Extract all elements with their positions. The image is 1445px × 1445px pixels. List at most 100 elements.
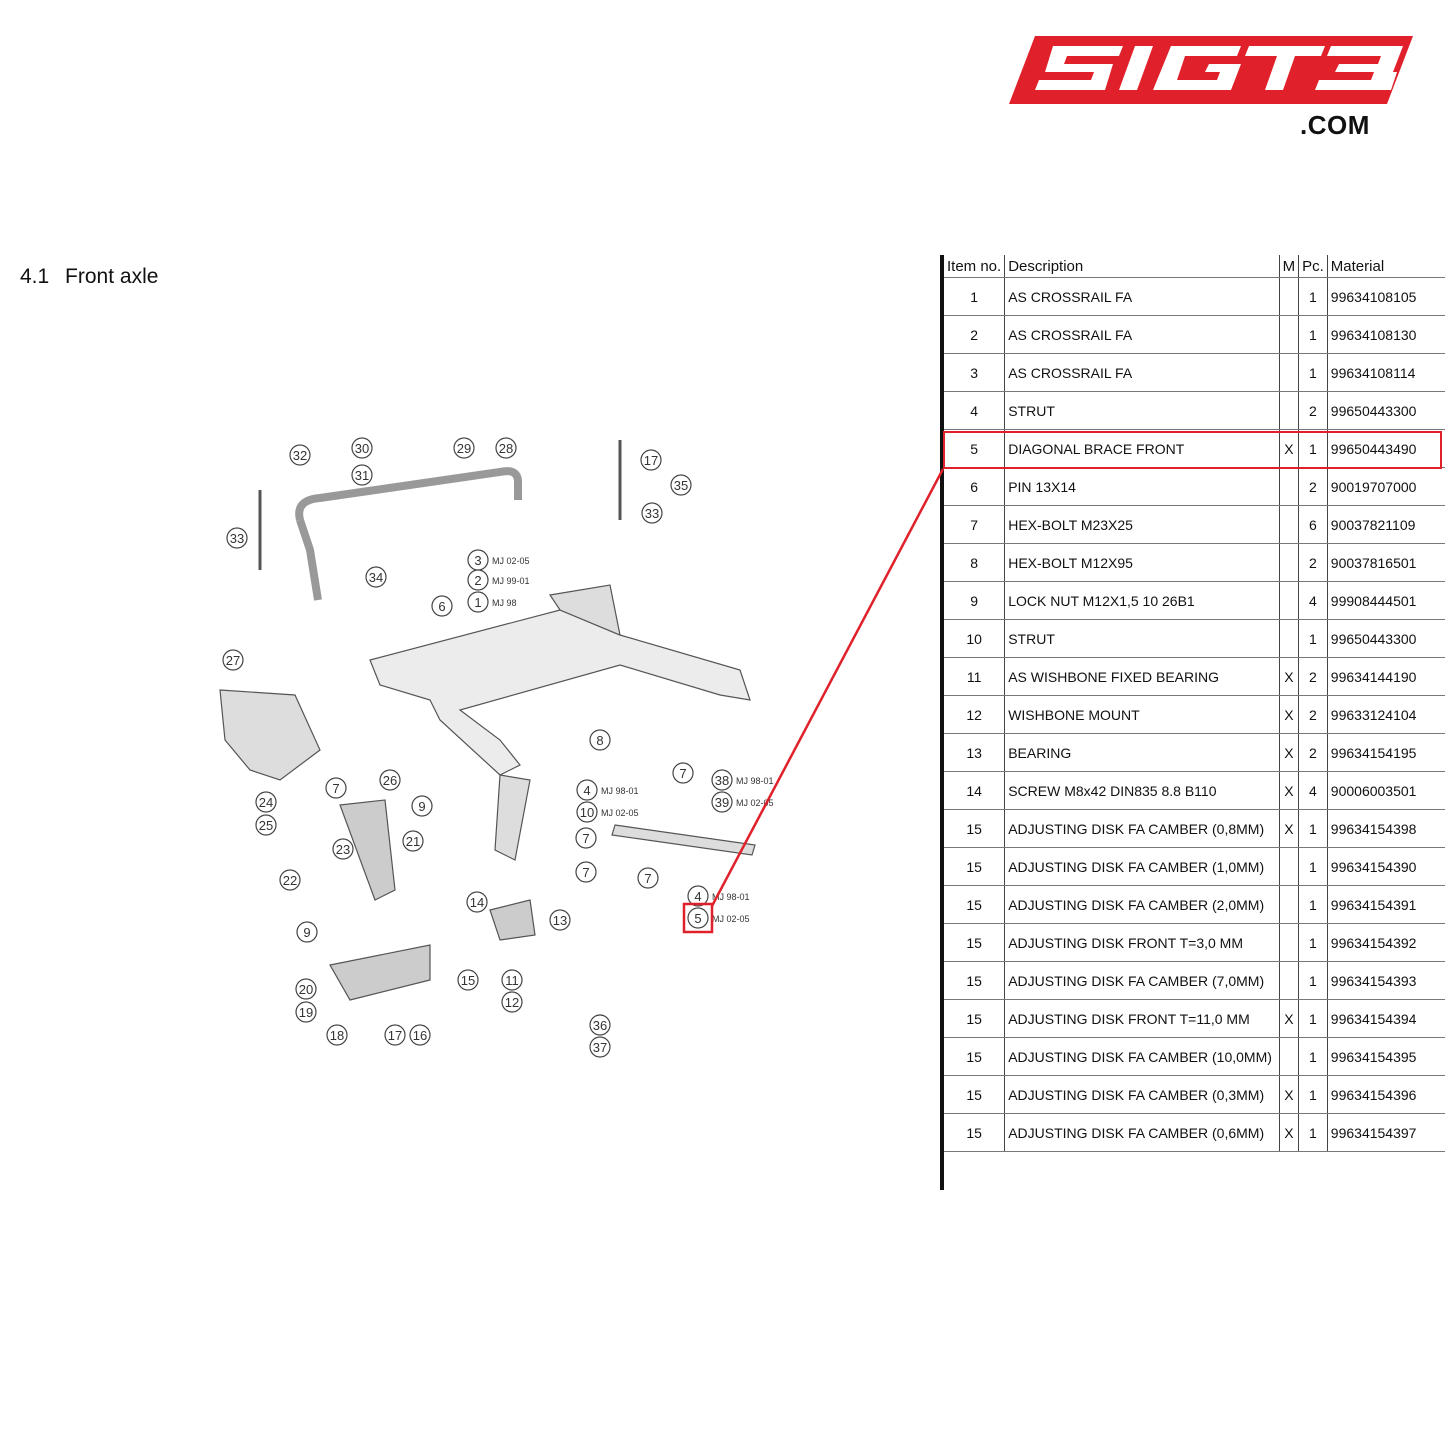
row-pc: 1 — [1298, 923, 1328, 962]
row-m — [1279, 619, 1300, 658]
callout-number: 25 — [259, 818, 273, 833]
row-pc: 1 — [1298, 353, 1328, 392]
section-title: Front axle — [65, 265, 159, 288]
row-description: WISHBONE MOUNT — [1004, 695, 1280, 734]
row-description: AS CROSSRAIL FA — [1004, 277, 1280, 316]
callout-number: 15 — [461, 973, 475, 988]
row-material: 99908444501 — [1327, 581, 1445, 620]
callout-39: 39 MJ 02-05 — [711, 791, 774, 813]
header-description: Description — [1004, 255, 1280, 278]
callout-33: 33 — [226, 527, 248, 549]
row-material: 90019707000 — [1327, 467, 1445, 506]
callout-number: 9 — [418, 799, 425, 814]
callout-2: 2 MJ 99-01 — [467, 569, 530, 591]
callout-number: 34 — [369, 570, 383, 585]
callout-number: 2 — [474, 573, 481, 588]
callout-model-year-tag: MJ 99-01 — [492, 576, 530, 586]
row-m: X — [1279, 733, 1300, 772]
row-pc: 2 — [1298, 467, 1328, 506]
section-heading: 4.1 Front axle — [20, 265, 158, 289]
callout-number: 23 — [336, 842, 350, 857]
row-description: ADJUSTING DISK FA CAMBER (0,6MM) — [1004, 1113, 1280, 1152]
row-pc: 1 — [1298, 999, 1328, 1038]
row-m — [1279, 581, 1300, 620]
row-description: SCREW M8x42 DIN835 8.8 B110 — [1004, 771, 1280, 810]
callout-21: 21 — [402, 830, 424, 852]
row-pc: 2 — [1298, 657, 1328, 696]
callout-number: 4 — [694, 889, 701, 904]
row-item-no: 12 — [944, 695, 1006, 734]
section-number: 4.1 — [20, 265, 50, 288]
callout-31: 31 — [351, 464, 373, 486]
table-header-row: Item no. Description M Pc. Material — [944, 255, 1445, 278]
callout-6: 6 — [431, 595, 453, 617]
callout-number: 17 — [644, 453, 658, 468]
callout-7: 7 — [672, 762, 694, 784]
callout-number: 17 — [388, 1028, 402, 1043]
row-m: X — [1279, 1075, 1300, 1114]
row-item-no: 15 — [944, 923, 1006, 962]
row-description: ADJUSTING DISK FA CAMBER (10,0MM) — [1004, 1037, 1280, 1076]
row-description: AS WISHBONE FIXED BEARING — [1004, 657, 1280, 696]
callout-number: 39 — [715, 795, 729, 810]
callout-7: 7 — [637, 867, 659, 889]
row-pc: 1 — [1298, 809, 1328, 848]
callout-number: 13 — [553, 913, 567, 928]
row-material: 99634154393 — [1327, 961, 1445, 1000]
callout-27: 27 — [222, 649, 244, 671]
callout-model-year-tag: MJ 98-01 — [712, 892, 750, 902]
callout-model-year-tag: MJ 02-05 — [736, 798, 774, 808]
row-m: X — [1279, 695, 1300, 734]
row-pc: 1 — [1298, 1075, 1328, 1114]
callout-number: 7 — [582, 865, 589, 880]
row-description: STRUT — [1004, 619, 1280, 658]
callout-29: 29 — [453, 437, 475, 459]
row-m — [1279, 885, 1300, 924]
callout-12: 12 — [501, 991, 523, 1013]
row-item-no: 2 — [944, 315, 1006, 354]
row-material: 99634108105 — [1327, 277, 1445, 316]
row-material: 90006003501 — [1327, 771, 1445, 810]
callout-7: 7 — [575, 861, 597, 883]
callout-number: 16 — [413, 1028, 427, 1043]
row-pc: 4 — [1298, 581, 1328, 620]
callout-number: 7 — [644, 871, 651, 886]
callout-number: 14 — [470, 895, 484, 910]
row-description: AS CROSSRAIL FA — [1004, 315, 1280, 354]
callout-19: 19 — [295, 1001, 317, 1023]
callout-number: 28 — [499, 441, 513, 456]
callout-11: 11 — [501, 969, 523, 991]
row-description: PIN 13X14 — [1004, 467, 1280, 506]
callout-33: 33 — [641, 502, 663, 524]
row-m — [1279, 315, 1300, 354]
row-pc: 2 — [1298, 391, 1328, 430]
row-material: 99650443300 — [1327, 391, 1445, 430]
callout-number: 12 — [505, 995, 519, 1010]
highlight-row-5 — [943, 431, 1442, 469]
callout-number: 22 — [283, 873, 297, 888]
callout-5-highlight — [682, 902, 714, 934]
row-description: ADJUSTING DISK FA CAMBER (2,0MM) — [1004, 885, 1280, 924]
callout-number: 3 — [474, 553, 481, 568]
row-material: 99634108114 — [1327, 353, 1445, 392]
row-m — [1279, 961, 1300, 1000]
row-item-no: 10 — [944, 619, 1006, 658]
callout-26: 26 — [379, 769, 401, 791]
row-material: 99634154394 — [1327, 999, 1445, 1038]
row-material: 90037821109 — [1327, 505, 1445, 544]
callout-9: 9 — [296, 921, 318, 943]
row-pc: 1 — [1298, 885, 1328, 924]
